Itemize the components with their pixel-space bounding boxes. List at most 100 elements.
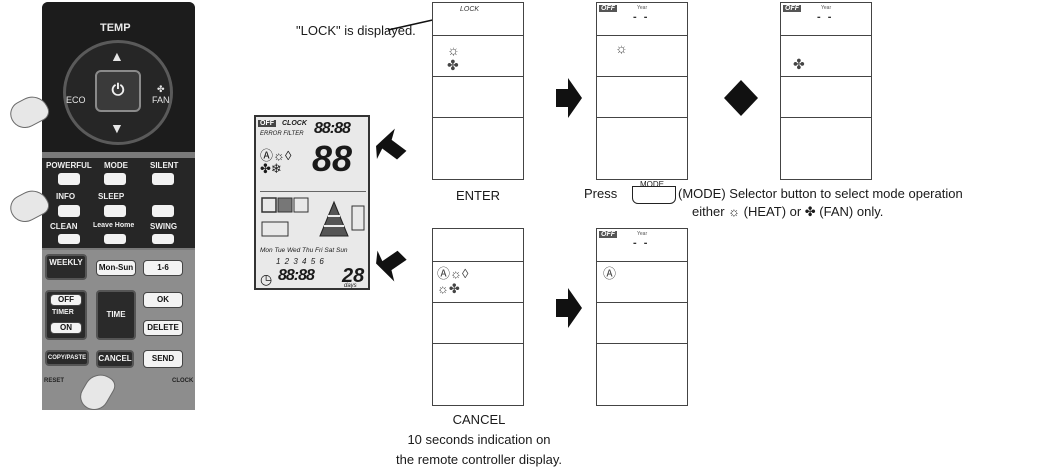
press-text-post: (MODE) Selector button to select mode op…: [678, 186, 963, 201]
lcd-digits: 88:88: [314, 120, 351, 137]
swing-button[interactable]: [152, 234, 174, 244]
timer-off-button[interactable]: OFF: [50, 294, 82, 306]
leavehome-label: Leave Home: [93, 222, 135, 229]
year-dashes: - -: [633, 237, 650, 249]
sun-icon: ☼: [615, 40, 628, 56]
lcd-graphic-area: [260, 191, 366, 244]
fan-icon: ✤: [448, 281, 460, 296]
temp-down-icon[interactable]: ▼: [110, 120, 124, 136]
cancel-arrow: [376, 250, 407, 282]
screen-enter-lock: LOCK ☼ ✤: [432, 2, 524, 180]
right-arrow-1: [556, 78, 582, 118]
lcd-error-filter: ERROR FILTER: [260, 131, 304, 137]
powerful-label: POWERFUL: [46, 161, 92, 170]
lcd-days-digits: 28: [342, 265, 365, 287]
screen-heat: OFF Year - - ☼: [596, 2, 688, 180]
send-button[interactable]: SEND: [143, 350, 183, 368]
clean-label: CLEAN: [50, 222, 78, 231]
cancel-button[interactable]: CANCEL: [96, 350, 134, 368]
sun-icon: ☼: [447, 42, 460, 58]
press-text-pre: Press: [584, 186, 618, 201]
sun-icon: ☼: [437, 281, 449, 296]
timer-label: TIMER: [52, 309, 74, 316]
screen-cancel: Ⓐ☼◊ ☼✤: [432, 228, 524, 406]
lcd-days: Mon Tue Wed Thu Fri Sat Sun: [260, 247, 348, 254]
toggle-diamond-icon: [724, 80, 758, 116]
fan-icon: ✤: [260, 161, 271, 176]
clock-icon: ◷: [260, 271, 273, 287]
monsun-button[interactable]: Mon-Sun: [96, 260, 136, 276]
timer-on-button[interactable]: ON: [50, 322, 82, 334]
lcd-nums: 1 2 3 4 5 6: [276, 257, 325, 266]
mode-label: MODE: [104, 161, 128, 170]
time-label: TIME: [106, 310, 126, 319]
sun-icon: ☼: [273, 148, 285, 163]
fan-icon: ✤: [156, 84, 165, 94]
off-tag: OFF: [783, 5, 801, 12]
range-button[interactable]: 1-6: [143, 260, 183, 276]
year-label: Year: [821, 5, 832, 11]
screen-fan: OFF Year - - ✤: [780, 2, 872, 180]
power-button[interactable]: ⏻: [95, 70, 141, 112]
year-dashes: - -: [633, 11, 650, 23]
fan-icon: ✤: [447, 57, 459, 73]
sun-icon: ☼: [450, 266, 462, 281]
screen-auto: OFF Year - - Ⓐ: [596, 228, 688, 406]
lock-text: LOCK: [460, 6, 480, 13]
lcd-big-digits: 88: [312, 138, 353, 179]
cancel-note-2: the remote controller display.: [396, 452, 562, 467]
lcd-days-unit: days: [344, 283, 357, 289]
enter-arrow: [376, 128, 407, 160]
press-text-line2: either ☼ (HEAT) or ✤ (FAN) only.: [692, 204, 884, 219]
info-label: INFO: [56, 192, 76, 201]
auto-icon: Ⓐ: [437, 266, 451, 281]
temp-label: TEMP: [100, 22, 131, 34]
dry-icon: ◊: [284, 148, 292, 163]
year-label: Year: [637, 231, 648, 237]
reset-label: RESET: [44, 378, 65, 384]
year-dashes: - -: [817, 11, 834, 23]
info-button[interactable]: [58, 205, 80, 217]
fan-label: FAN: [152, 95, 170, 105]
swing-label: SWING: [150, 222, 178, 231]
sleep-button[interactable]: [104, 205, 126, 217]
swing-updown-button[interactable]: [152, 205, 174, 217]
lcd-off-tag: OFF: [258, 120, 276, 127]
powerful-button[interactable]: [58, 173, 80, 185]
weekly-label: WEEKLY: [49, 258, 83, 267]
lock-annotation: "LOCK" is displayed.: [296, 23, 416, 38]
mode-button-caption: MODE: [640, 180, 664, 189]
dry-icon: ◊: [461, 266, 469, 281]
weekly-button[interactable]: WEEKLY: [45, 254, 87, 280]
silent-button[interactable]: [152, 173, 174, 185]
right-arrow-2: [556, 288, 582, 328]
auto-icon: Ⓐ: [603, 266, 617, 281]
lcd-display: OFF CLOCK ERROR FILTER 88:88 Ⓐ☼◊ ✤❄ 88 M…: [254, 115, 370, 290]
temp-up-icon[interactable]: ▲: [110, 48, 124, 64]
lcd-airflow-graphic: [261, 197, 365, 237]
mode-button-icon: [632, 186, 676, 204]
fan-icon: ✤: [793, 56, 805, 72]
off-tag: OFF: [599, 231, 617, 238]
off-tag: OFF: [599, 5, 617, 12]
time-button[interactable]: TIME: [96, 290, 136, 340]
ok-button[interactable]: OK: [143, 292, 183, 308]
copypaste-button[interactable]: COPY/PASTE: [45, 350, 89, 366]
silent-label: SILENT: [150, 161, 179, 170]
eco-label[interactable]: ECO: [66, 95, 86, 105]
mode-button[interactable]: [104, 173, 126, 185]
clean-button[interactable]: [58, 234, 80, 244]
mode-icons-row: Ⓐ☼◊: [437, 267, 468, 281]
fan-icons-row: ☼✤: [437, 282, 460, 296]
enter-label: ENTER: [456, 188, 501, 203]
lcd-time: 88:88: [278, 267, 315, 284]
leavehome-button[interactable]: [104, 234, 126, 244]
snow-icon: ❄: [270, 161, 282, 176]
sleep-label: SLEEP: [98, 192, 125, 201]
fan-button[interactable]: ✤ FAN: [152, 84, 170, 105]
delete-button[interactable]: DELETE: [143, 320, 183, 336]
year-label: Year: [637, 5, 648, 11]
lcd-mode-icons: Ⓐ☼◊: [260, 145, 291, 164]
remote-controller: TEMP ▲ ▼ ⏻ ✤ FAN ECO POWERFUL MODE SILEN…: [0, 0, 200, 416]
